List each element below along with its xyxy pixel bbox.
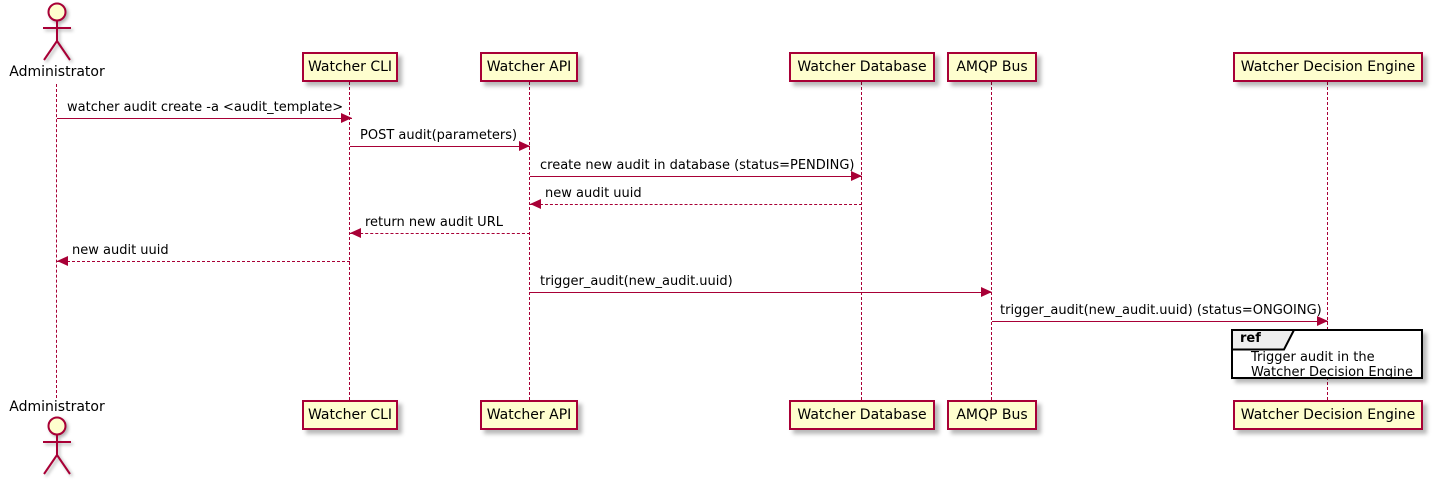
- ref-fragment: ref Trigger audit in the Watcher Decisio…: [1231, 329, 1423, 380]
- ref-text-line1: Trigger audit in the: [1251, 350, 1375, 365]
- message-line: [530, 176, 862, 177]
- participant-watcher-cli-bottom: Watcher CLI: [302, 400, 398, 430]
- participant-watcher-decision-engine-bottom: Watcher Decision Engine: [1233, 400, 1423, 430]
- message-line: [350, 146, 530, 147]
- arrowhead-icon: [851, 171, 862, 181]
- message-label: new audit uuid: [72, 243, 169, 258]
- lifeline-watcher-database: [861, 82, 862, 400]
- arrowhead-icon: [519, 141, 530, 151]
- participant-watcher-cli-top: Watcher CLI: [302, 52, 398, 82]
- message-label: return new audit URL: [365, 215, 503, 230]
- administrator-actor-icon: [43, 416, 71, 475]
- arrowhead-icon: [981, 287, 992, 297]
- lifeline-watcher-decision-engine: [1327, 82, 1328, 400]
- participant-watcher-api-top: Watcher API: [480, 52, 578, 82]
- administrator-actor-icon: [43, 2, 71, 61]
- actor-label-top: Administrator: [9, 64, 105, 80]
- lifeline-watcher-api: [529, 82, 530, 400]
- message-label: new audit uuid: [545, 186, 642, 201]
- participant-amqp-bus-top: AMQP Bus: [947, 52, 1037, 82]
- participant-watcher-database-bottom: Watcher Database: [789, 400, 935, 430]
- lifeline-administrator: [56, 84, 57, 398]
- message-line: [57, 118, 352, 119]
- message-line: [350, 233, 530, 234]
- message-label: create new audit in database (status=PEN…: [540, 158, 855, 173]
- message-line: [530, 292, 992, 293]
- participant-amqp-bus-bottom: AMQP Bus: [947, 400, 1037, 430]
- arrowhead-icon: [1317, 316, 1328, 326]
- participant-watcher-database-top: Watcher Database: [789, 52, 935, 82]
- arrowhead-icon: [341, 113, 352, 123]
- message-line: [57, 261, 350, 262]
- arrowhead-icon: [530, 199, 541, 209]
- message-label: trigger_audit(new_audit.uuid) (status=ON…: [1000, 303, 1322, 318]
- ref-text-line2: Watcher Decision Engine: [1251, 365, 1413, 380]
- ref-text: Trigger audit in the Watcher Decision En…: [1251, 350, 1413, 380]
- arrowhead-icon: [350, 228, 361, 238]
- message-label: watcher audit create -a <audit_template>: [67, 100, 344, 115]
- message-line: [530, 204, 862, 205]
- ref-keyword: ref: [1240, 331, 1261, 346]
- message-label: trigger_audit(new_audit.uuid): [540, 274, 733, 289]
- participant-watcher-api-bottom: Watcher API: [480, 400, 578, 430]
- message-line: [992, 321, 1328, 322]
- message-label: POST audit(parameters): [360, 128, 518, 143]
- ref-header-pentagon-icon: [1231, 329, 1296, 351]
- participant-watcher-decision-engine-top: Watcher Decision Engine: [1233, 52, 1423, 82]
- lifeline-amqp-bus: [991, 82, 992, 400]
- actor-label-bottom: Administrator: [9, 399, 105, 415]
- lifeline-watcher-cli: [349, 82, 350, 400]
- arrowhead-icon: [57, 256, 68, 266]
